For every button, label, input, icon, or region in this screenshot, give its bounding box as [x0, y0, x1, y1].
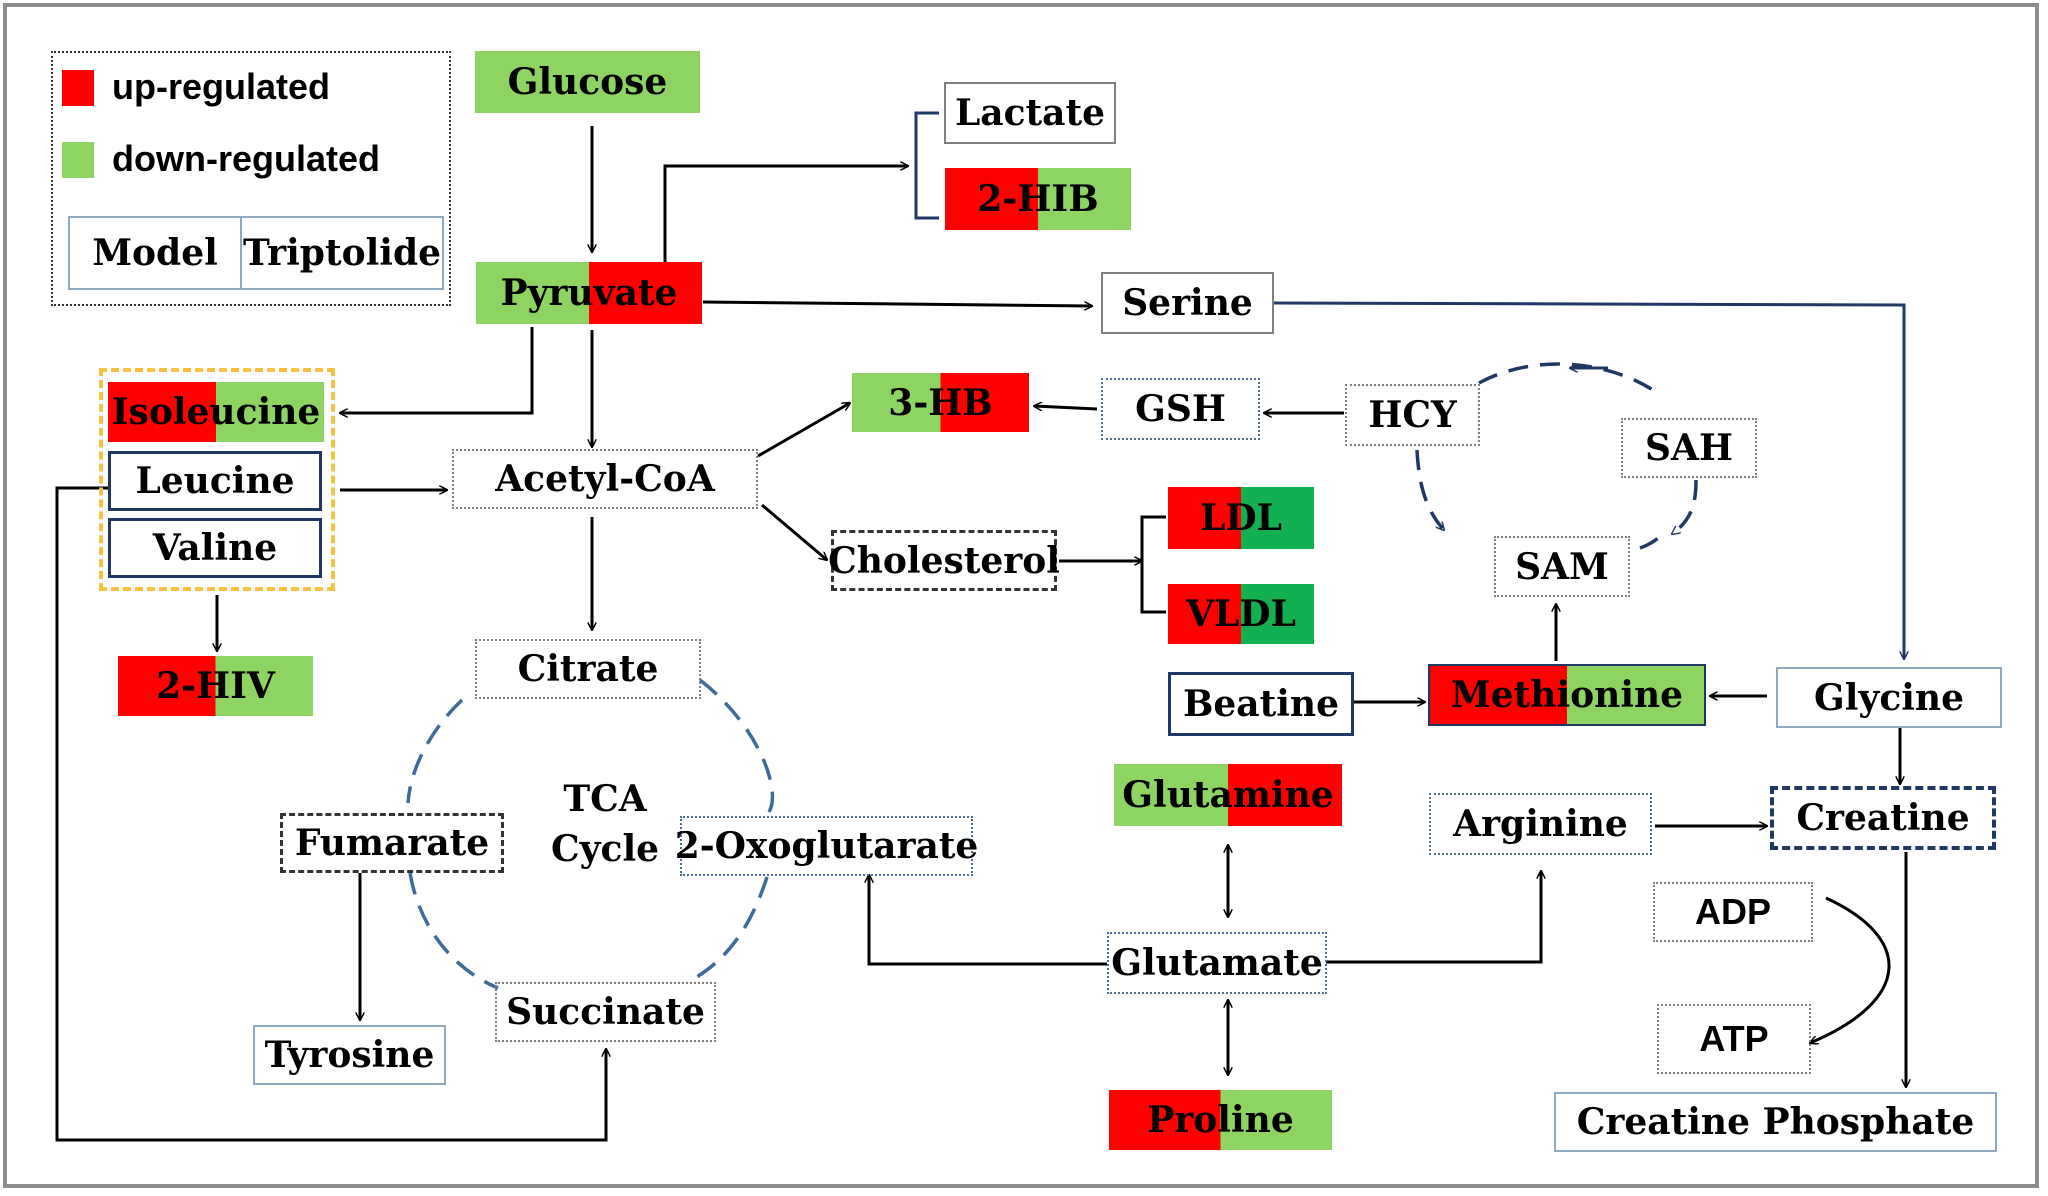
- node-glycine: Glycine: [1776, 667, 2002, 728]
- node-creatine-phosphate: Creatine Phosphate: [1554, 1092, 1997, 1152]
- node-arginine: Arginine: [1429, 793, 1652, 855]
- node-hcy: HCY: [1345, 384, 1480, 446]
- arrow-acetylcoa-cholesterol: [761, 503, 827, 560]
- node-tyrosine: Tyrosine: [253, 1025, 446, 1085]
- node-atp: ATP: [1657, 1004, 1811, 1074]
- node-sah: SAH: [1621, 418, 1757, 478]
- node-cholesterol: Cholesterol: [828, 530, 1060, 591]
- methionine-cycle-bottom: [1639, 536, 1660, 550]
- legend-treatment-cell: Triptolide: [240, 216, 444, 290]
- node-acetyl-coa: Acetyl-CoA: [452, 449, 758, 509]
- node-2-oxoglutarate: 2-Oxoglutarate: [675, 816, 978, 876]
- arrow-glutamate-arginine: [1326, 871, 1541, 964]
- node-2hiv: 2-HIV: [118, 656, 313, 716]
- node-pyruvate: Pyruvate: [476, 262, 702, 324]
- arrow-serine-glycine: [1273, 301, 1904, 659]
- methionine-cycle-right: [1672, 479, 1698, 534]
- node-adp: ADP: [1653, 882, 1813, 942]
- arrow-pyruvate-serine: [702, 300, 1092, 306]
- bracket-lipoproteins: [1140, 515, 1166, 614]
- node-glucose: Glucose: [475, 51, 700, 113]
- node-leucine: Leucine: [108, 451, 322, 511]
- node-citrate: Citrate: [475, 639, 701, 699]
- node-valine: Valine: [108, 518, 322, 578]
- node-glutamate: Glutamate: [1107, 932, 1327, 994]
- arrow-pyruvate-isoleucine: [340, 327, 534, 413]
- node-isoleucine: Isoleucine: [108, 382, 324, 442]
- legend-model-cell: Model: [68, 216, 242, 290]
- methionine-cycle-top: [1478, 362, 1657, 394]
- arrow-acetylcoa-3hb: [757, 401, 850, 458]
- legend-up-swatch: [62, 70, 94, 106]
- arrow-adp-atp: [1810, 896, 1891, 1043]
- node-beatine: Beatine: [1168, 672, 1354, 736]
- tca-cycle-label-line1: TCA: [563, 778, 647, 820]
- node-sam: SAM: [1494, 536, 1630, 597]
- bcaa-group: [99, 368, 335, 591]
- node-2hib: 2-HIB: [945, 168, 1131, 230]
- tca-arc-lower-right: [694, 876, 769, 980]
- node-proline: Proline: [1109, 1090, 1332, 1150]
- legend-down-label: down-regulated: [112, 138, 380, 179]
- arrow-glutamate-oxoglutarate: [869, 875, 1107, 966]
- node-glutamine: Glutamine: [1114, 764, 1342, 826]
- node-succinate: Succinate: [495, 982, 716, 1042]
- tca-arc-right: [698, 678, 775, 813]
- tca-arc-lower-left: [408, 872, 499, 990]
- methionine-cycle-left: [1415, 449, 1444, 530]
- node-ldl: LDL: [1168, 487, 1314, 549]
- legend-up-label: up-regulated: [112, 66, 331, 107]
- legend-box: [51, 51, 451, 306]
- tca-cycle-label-line2: Cycle: [550, 828, 660, 870]
- node-creatine: Creatine: [1770, 786, 1996, 850]
- bracket-lactate-2hib: [914, 111, 939, 220]
- legend-down-swatch: [62, 142, 94, 178]
- node-vldl: VLDL: [1168, 584, 1314, 644]
- arrow-gsh-3hb: [1034, 406, 1098, 409]
- node-methionine: Methionine: [1428, 664, 1706, 726]
- node-3hb: 3-HB: [852, 373, 1029, 432]
- node-serine: Serine: [1101, 272, 1274, 334]
- tca-arc-left: [406, 698, 464, 804]
- node-gsh: GSH: [1101, 378, 1260, 440]
- node-lactate: Lactate: [944, 82, 1116, 144]
- arrow-leucine-succinate: [55, 486, 606, 1142]
- arrow-pyruvate-lactate: [663, 166, 908, 262]
- node-fumarate: Fumarate: [280, 813, 504, 873]
